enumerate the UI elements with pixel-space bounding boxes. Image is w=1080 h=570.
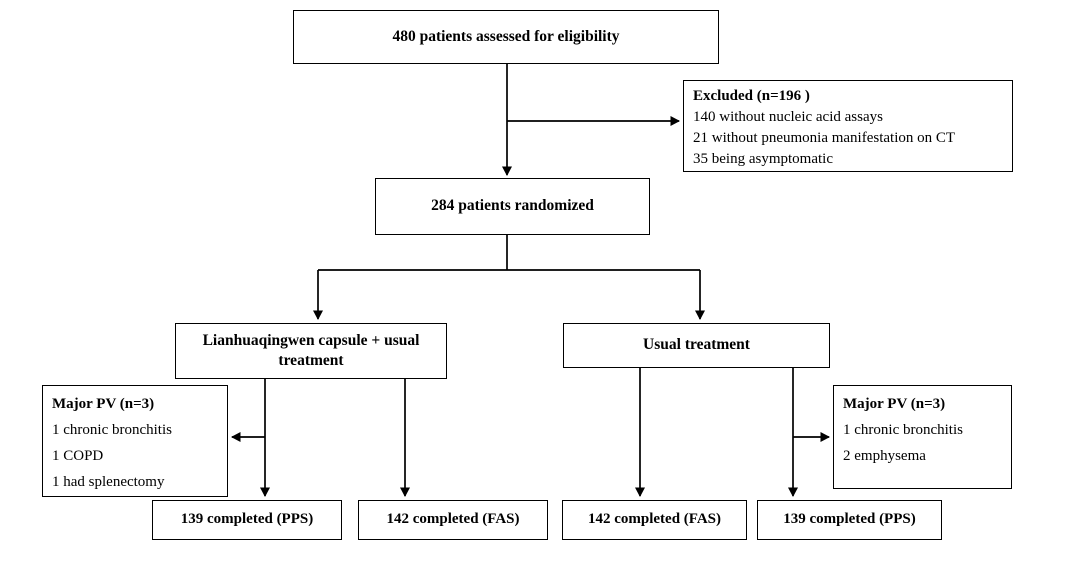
major-pv-right-item-1: 1 chronic bronchitis: [843, 422, 963, 439]
completed-fas-right-label: 142 completed (FAS): [587, 511, 722, 528]
eligibility-box: 480 patients assessed for eligibility: [293, 10, 719, 64]
completed-fas-left-label: 142 completed (FAS): [386, 511, 520, 528]
completed-pps-left-label: 139 completed (PPS): [180, 511, 314, 528]
major-pv-left-title: Major PV (n=3): [52, 396, 155, 412]
excluded-item-3: 35 being asymptomatic: [693, 151, 833, 167]
eligibility-label: 480 patients assessed for eligibility: [392, 27, 620, 45]
excluded-title: Excluded (n=196 ): [693, 88, 810, 104]
arm-lianhuaqingwen-label: Lianhuaqingwen capsule + usual treatment: [202, 331, 420, 369]
completed-pps-right-label: 139 completed (PPS): [783, 511, 916, 528]
major-pv-right-box: Major PV (n=3) 1 chronic bronchitis 2 em…: [833, 385, 1012, 489]
randomized-box: 284 patients randomized: [375, 178, 650, 235]
major-pv-right-title: Major PV (n=3): [843, 396, 946, 412]
major-pv-left-item-3: 1 had splenectomy: [52, 474, 165, 491]
completed-fas-left-box: 142 completed (FAS): [358, 500, 548, 540]
major-pv-left-item-1: 1 chronic bronchitis: [52, 422, 172, 439]
major-pv-left-box: Major PV (n=3) 1 chronic bronchitis 1 CO…: [42, 385, 228, 497]
randomized-label: 284 patients randomized: [431, 197, 594, 215]
arm-usual-treatment-label: Usual treatment: [643, 336, 750, 354]
excluded-box: Excluded (n=196 ) 140 without nucleic ac…: [683, 80, 1013, 172]
major-pv-right-item-2: 2 emphysema: [843, 448, 926, 465]
arm-usual-treatment-box: Usual treatment: [563, 323, 830, 368]
completed-pps-left-box: 139 completed (PPS): [152, 500, 342, 540]
completed-fas-right-box: 142 completed (FAS): [562, 500, 747, 540]
excluded-item-2: 21 without pneumonia manifestation on CT: [693, 130, 956, 146]
arm-lianhuaqingwen-box: Lianhuaqingwen capsule + usual treatment: [175, 323, 447, 379]
completed-pps-right-box: 139 completed (PPS): [757, 500, 942, 540]
excluded-item-1: 140 without nucleic acid assays: [693, 109, 883, 125]
major-pv-left-item-2: 1 COPD: [52, 448, 104, 465]
